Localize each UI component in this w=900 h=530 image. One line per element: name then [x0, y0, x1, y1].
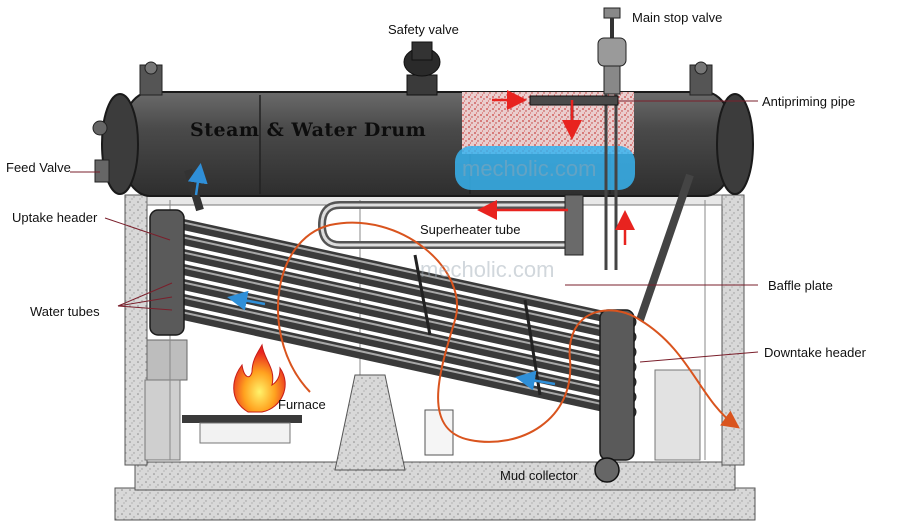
water-tube	[166, 231, 626, 341]
main-stop-valve	[597, 7, 627, 270]
steam-flow-arrows	[477, 90, 635, 245]
steam-water-drum: Steam & Water Drum	[101, 91, 754, 197]
superheater-tube	[317, 194, 584, 256]
water-tube	[166, 291, 626, 401]
watermark: mecholic.com	[462, 156, 596, 181]
label-antipriming-pipe: Antipriming pipe	[762, 94, 855, 109]
safety-valve	[403, 41, 441, 96]
label-water-tubes: Water tubes	[30, 304, 100, 319]
furnace-area	[182, 374, 454, 471]
label-mud-collector: Mud collector	[500, 468, 578, 483]
leader-lines	[70, 100, 759, 363]
water-tube-highlight	[171, 294, 621, 394]
watermark: mecholic.com	[420, 257, 554, 282]
water-tube	[166, 216, 626, 326]
drum-title: Steam & Water Drum	[190, 119, 426, 141]
water-tube	[166, 246, 626, 356]
feed-valve-fitting	[92, 120, 110, 183]
brick-setting	[124, 194, 745, 466]
water-tube	[166, 306, 626, 416]
water-flow-arrows	[187, 163, 556, 391]
hot-gas-path	[276, 221, 740, 443]
water-tube-highlight	[171, 309, 621, 409]
water-tube-highlight	[171, 249, 621, 349]
label-superheater-tube: Superheater tube	[420, 222, 520, 237]
water-tube-highlight	[171, 234, 621, 334]
water-tube-highlight	[171, 264, 621, 364]
label-uptake-header: Uptake header	[12, 210, 98, 225]
label-baffle-plate: Baffle plate	[768, 278, 833, 293]
water-tube-highlight	[171, 219, 621, 319]
baffle-plates	[413, 254, 542, 396]
foundation	[114, 461, 756, 521]
label-main-stop-valve: Main stop valve	[632, 10, 722, 25]
drum-supports	[139, 61, 713, 96]
labels: Safety valve Main stop valve Antipriming…	[6, 10, 867, 483]
label-feed-valve: Feed Valve	[6, 160, 71, 175]
mud-collector	[594, 457, 620, 483]
water-space	[455, 146, 635, 190]
label-safety-valve: Safety valve	[388, 22, 459, 37]
water-tube	[166, 261, 626, 371]
label-furnace: Furnace	[278, 397, 326, 412]
downtake-header	[599, 173, 694, 461]
flame-icon	[233, 343, 286, 413]
label-downtake-header: Downtake header	[764, 345, 867, 360]
